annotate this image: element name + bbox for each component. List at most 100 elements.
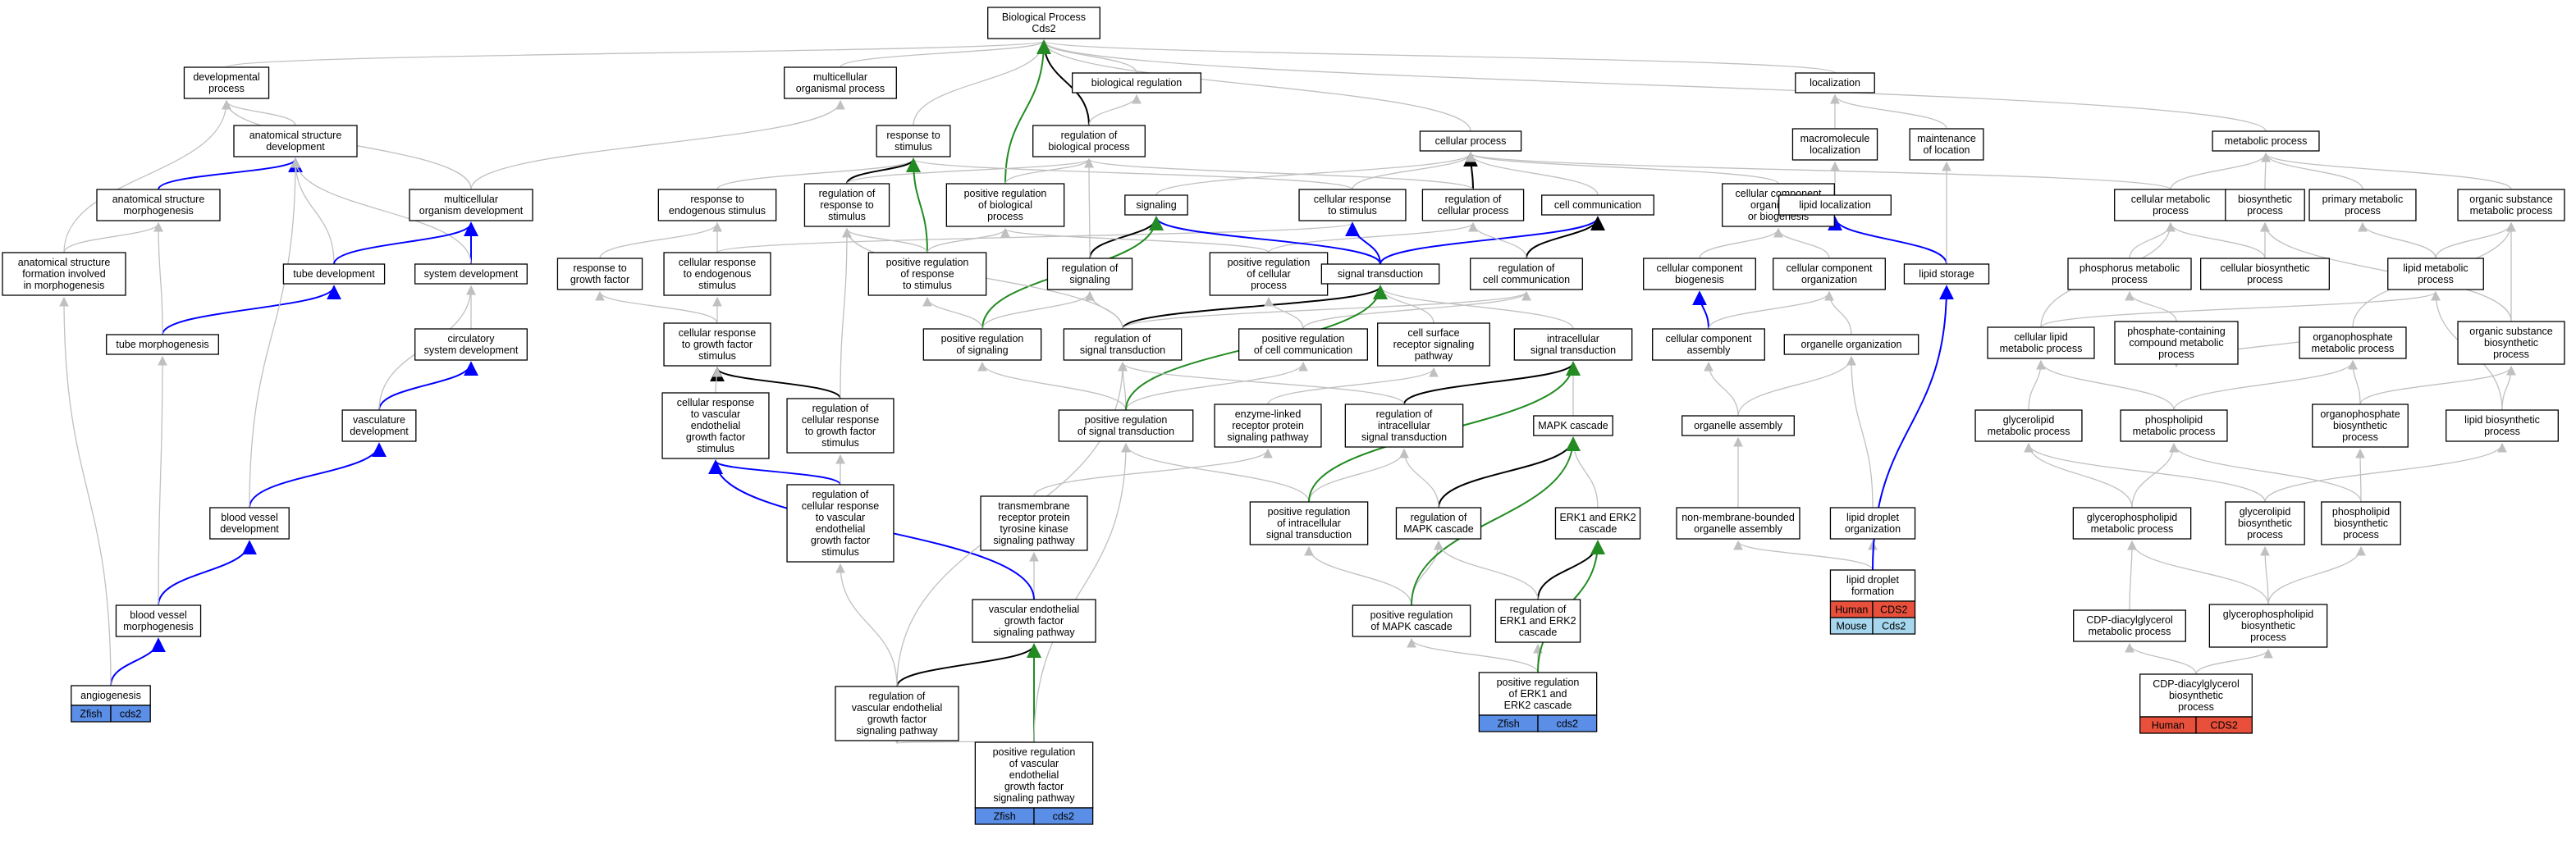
node-box [1652,328,1765,361]
node-lipidstor[interactable]: lipid storage [1903,263,1990,285]
node-cellproc[interactable]: cellular process [1419,130,1522,152]
node-metab[interactable]: metabolic process [2212,130,2320,152]
node-local[interactable]: localization [1795,72,1875,93]
node-label-line: metabolic process [2133,426,2216,437]
node-orgorg[interactable]: organelle organization [1783,334,1919,355]
node-signaling[interactable]: signaling [1124,194,1188,216]
node-cellcomm[interactable]: cell communication [1541,194,1654,216]
node-biolreg[interactable]: biological regulation [1072,72,1202,93]
node-orgassem[interactable]: organelle assembly [1681,415,1795,436]
node-tubedev[interactable]: tube development [282,263,386,285]
edge-celllipid-to-lipidmet [2040,290,2441,328]
node-tubemorph[interactable]: tube morphogenesis [106,334,219,355]
node-mapk[interactable]: MAPK cascade [1533,415,1613,436]
node-box [1249,501,1369,545]
node-lipidloc[interactable]: lipid localization [1778,194,1892,216]
edge-bvmorph-to-bvdev [158,540,257,606]
node-label-line: organelle assembly [1694,523,1782,535]
node-label-line: angiogenesis [80,690,141,701]
node-label-line: stimulus [697,443,734,454]
node-label-line: signaling pathway [993,627,1075,638]
node-sysdev[interactable]: system development [414,263,528,285]
node-cdpdagbio[interactable]: CDP-diacylglycerolbiosyntheticprocessHum… [2139,673,2253,734]
node-sigtrans[interactable]: signal transduction [1320,263,1440,285]
